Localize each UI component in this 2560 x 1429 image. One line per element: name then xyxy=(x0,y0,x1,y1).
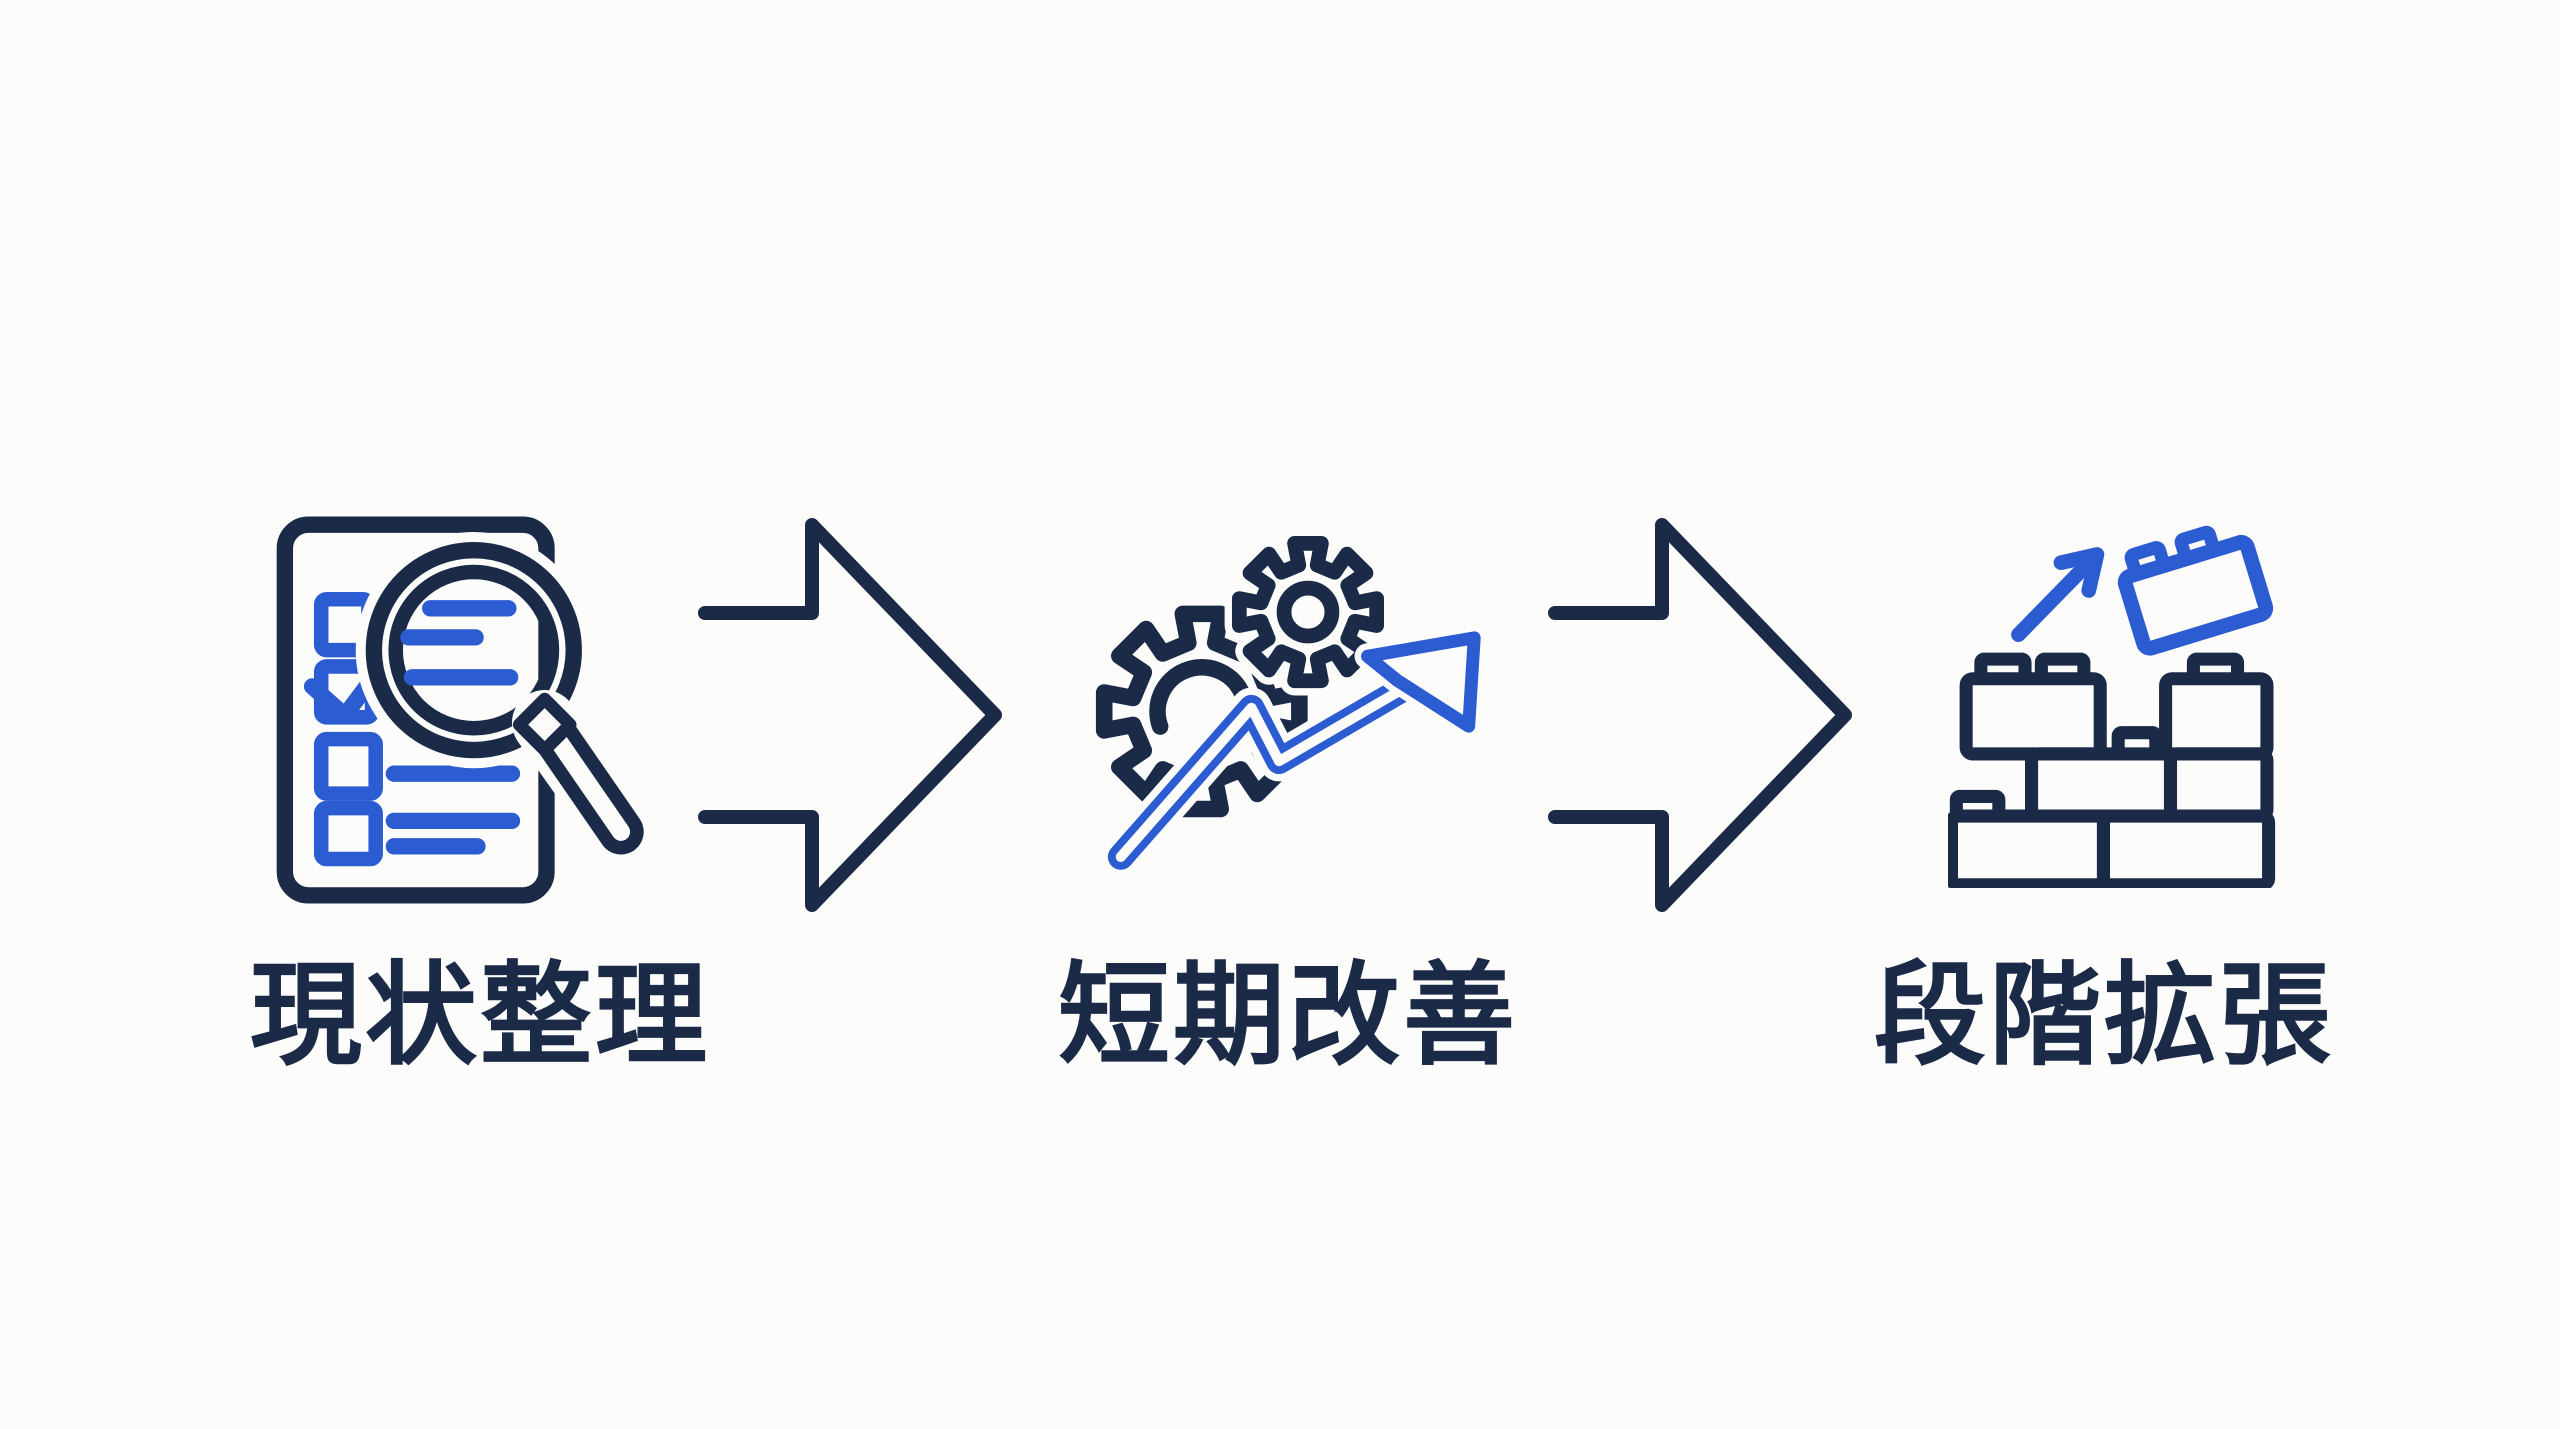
building-blocks-expansion-icon xyxy=(1948,525,2276,888)
step-label-3: 段階拡張 xyxy=(1874,951,2334,1081)
flow-arrow-right-icon xyxy=(698,518,1002,912)
checklist-magnifier-icon xyxy=(276,516,658,904)
step-label-1: 現状整理 xyxy=(250,951,710,1081)
flow-arrow-right-icon xyxy=(1548,518,1852,912)
step-label-2: 短期改善 xyxy=(1058,951,1518,1081)
gears-growth-arrow-icon xyxy=(1095,528,1488,878)
